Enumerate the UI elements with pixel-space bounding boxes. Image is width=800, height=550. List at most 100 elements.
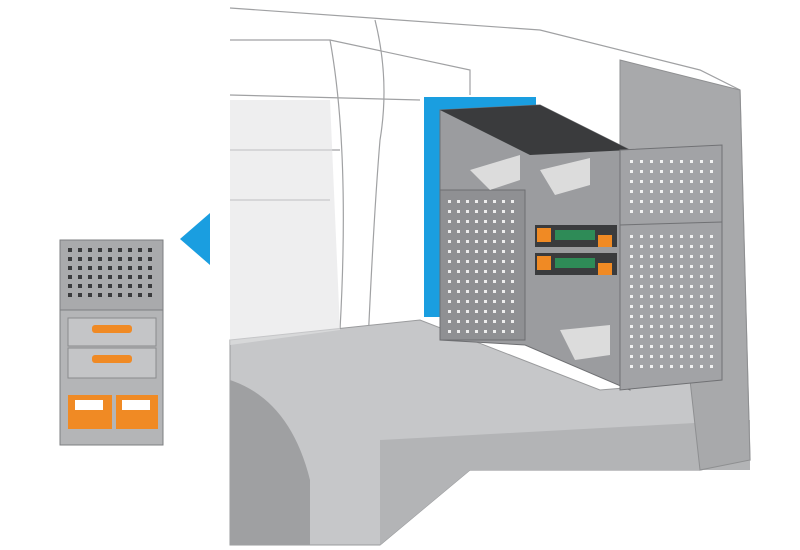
perforation bbox=[660, 365, 663, 368]
perforation bbox=[630, 305, 633, 308]
perforation bbox=[108, 257, 112, 261]
perforation bbox=[640, 345, 643, 348]
perforation bbox=[475, 250, 478, 253]
perforation bbox=[710, 275, 713, 278]
perforation bbox=[98, 275, 102, 279]
perforation bbox=[466, 250, 469, 253]
perforation bbox=[457, 270, 460, 273]
perforation bbox=[640, 295, 643, 298]
perforation bbox=[700, 190, 703, 193]
perforation bbox=[710, 245, 713, 248]
perforation bbox=[466, 300, 469, 303]
inset-module bbox=[59, 239, 164, 446]
perforation bbox=[650, 345, 653, 348]
triangle-left-icon[interactable] bbox=[180, 213, 210, 265]
perforation bbox=[700, 275, 703, 278]
perforation bbox=[88, 293, 92, 297]
perforation bbox=[690, 295, 693, 298]
perforation bbox=[710, 210, 713, 213]
perforation bbox=[670, 255, 673, 258]
perforation bbox=[680, 285, 683, 288]
perforation bbox=[466, 330, 469, 333]
perforation bbox=[710, 180, 713, 183]
perforation bbox=[108, 284, 112, 288]
perforation bbox=[484, 270, 487, 273]
perforation bbox=[690, 275, 693, 278]
perforation bbox=[640, 315, 643, 318]
perforation bbox=[650, 200, 653, 203]
perforation bbox=[670, 170, 673, 173]
perforation bbox=[475, 200, 478, 203]
perforation bbox=[640, 210, 643, 213]
perforation bbox=[650, 160, 653, 163]
perforation bbox=[475, 220, 478, 223]
perforation bbox=[108, 266, 112, 270]
perforation bbox=[660, 335, 663, 338]
perforation bbox=[690, 335, 693, 338]
perforation bbox=[700, 365, 703, 368]
perforation bbox=[484, 260, 487, 263]
perforation bbox=[457, 320, 460, 323]
perforation bbox=[700, 265, 703, 268]
perforation bbox=[650, 335, 653, 338]
perforation bbox=[475, 260, 478, 263]
perforation bbox=[700, 255, 703, 258]
perforation bbox=[511, 270, 514, 273]
perforation bbox=[78, 275, 82, 279]
perforation bbox=[640, 180, 643, 183]
perforation bbox=[68, 284, 72, 288]
perforation bbox=[710, 305, 713, 308]
perforation bbox=[493, 220, 496, 223]
perforation bbox=[670, 285, 673, 288]
perforation bbox=[448, 310, 451, 313]
perforation bbox=[630, 325, 633, 328]
perforation bbox=[98, 257, 102, 261]
perforation bbox=[700, 245, 703, 248]
perforation bbox=[448, 290, 451, 293]
perforation bbox=[457, 220, 460, 223]
perforation bbox=[650, 365, 653, 368]
perforation bbox=[630, 210, 633, 213]
drawer-handle-2 bbox=[92, 355, 132, 363]
perforation bbox=[650, 295, 653, 298]
perforation bbox=[630, 365, 633, 368]
perforation bbox=[630, 295, 633, 298]
perforation bbox=[650, 305, 653, 308]
perforation bbox=[630, 265, 633, 268]
perforation bbox=[690, 170, 693, 173]
perforation bbox=[650, 355, 653, 358]
perforation bbox=[502, 290, 505, 293]
perforation bbox=[511, 230, 514, 233]
perforation bbox=[640, 245, 643, 248]
perforation bbox=[650, 325, 653, 328]
perforation bbox=[511, 330, 514, 333]
perforation bbox=[148, 275, 152, 279]
left-panel bbox=[439, 189, 526, 341]
perforation bbox=[630, 285, 633, 288]
perforation bbox=[660, 255, 663, 258]
perforation bbox=[484, 250, 487, 253]
perforation bbox=[660, 265, 663, 268]
perforation bbox=[700, 355, 703, 358]
perforation bbox=[475, 310, 478, 313]
perforation bbox=[630, 200, 633, 203]
perforation bbox=[700, 305, 703, 308]
perforation bbox=[108, 248, 112, 252]
perforation bbox=[690, 200, 693, 203]
perforation bbox=[680, 180, 683, 183]
perforation bbox=[128, 293, 132, 297]
perforation bbox=[493, 250, 496, 253]
perforation bbox=[511, 310, 514, 313]
perforation bbox=[448, 330, 451, 333]
perforation bbox=[660, 355, 663, 358]
perforation bbox=[680, 255, 683, 258]
perforation bbox=[138, 293, 142, 297]
perforation bbox=[630, 355, 633, 358]
perforation bbox=[660, 275, 663, 278]
perforation bbox=[680, 170, 683, 173]
perforation bbox=[138, 257, 142, 261]
perforation bbox=[670, 200, 673, 203]
perforation bbox=[484, 290, 487, 293]
perforation bbox=[466, 220, 469, 223]
